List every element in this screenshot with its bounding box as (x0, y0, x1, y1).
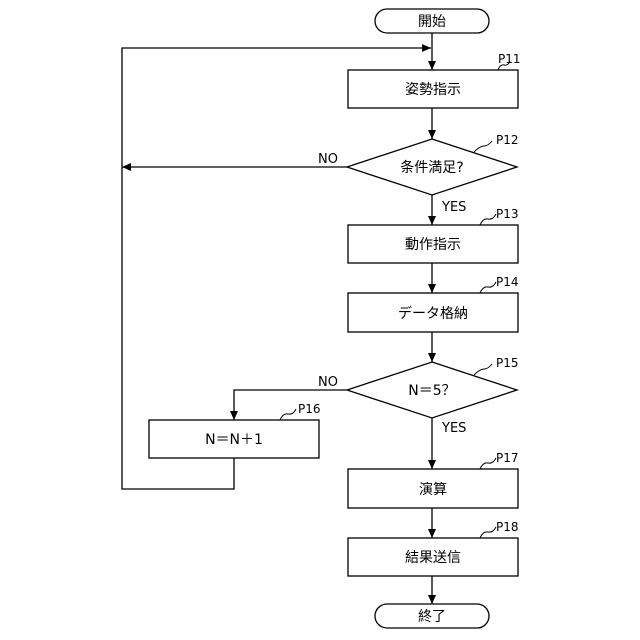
edge-p15-no (234, 390, 347, 420)
p11-label: 姿勢指示 (405, 82, 461, 98)
process-p14: データ格納 (348, 293, 518, 332)
p12-label: 条件満足? (400, 159, 463, 176)
p18-label: 結果送信 (405, 550, 461, 566)
process-p11: 姿勢指示 (348, 70, 518, 108)
decision-p15: N＝5？ (347, 362, 517, 418)
process-p16: N＝N＋1 (149, 420, 319, 458)
p15-ref: P15 (496, 356, 519, 370)
p15-yes-label: YES (441, 421, 466, 436)
end-node: 終了 (375, 604, 489, 628)
p12-no-label: NO (318, 152, 338, 167)
end-label: 終了 (418, 609, 446, 625)
p15-no-label: NO (318, 375, 338, 390)
start-label: 開始 (418, 14, 446, 30)
decision-p12: 条件満足? (347, 139, 517, 195)
p17-label: 演算 (419, 482, 447, 498)
process-p13: 動作指示 (348, 225, 518, 263)
p18-ref: P18 (496, 520, 519, 534)
p12-yes-label: YES (441, 200, 466, 215)
process-p18: 結果送信 (348, 538, 518, 576)
p16-ref: P16 (298, 402, 321, 416)
p13-ref: P13 (496, 207, 519, 221)
p12-ref: P12 (496, 133, 519, 147)
p16-leader (280, 409, 296, 420)
p14-leader (480, 282, 496, 293)
p14-label: データ格納 (398, 305, 468, 322)
p14-ref: P14 (496, 275, 519, 289)
p15-label: N＝5？ (408, 383, 455, 399)
p18-leader (480, 527, 496, 538)
p13-label: 動作指示 (405, 237, 461, 253)
p17-leader (480, 458, 496, 469)
p13-leader (480, 214, 496, 225)
p15-leader (474, 364, 492, 375)
p11-ref: P11 (498, 52, 521, 66)
p12-leader (474, 141, 492, 152)
p17-ref: P17 (496, 451, 519, 465)
p16-label: N＝N＋1 (205, 432, 263, 448)
start-node: 開始 (375, 9, 489, 33)
process-p17: 演算 (348, 469, 518, 508)
